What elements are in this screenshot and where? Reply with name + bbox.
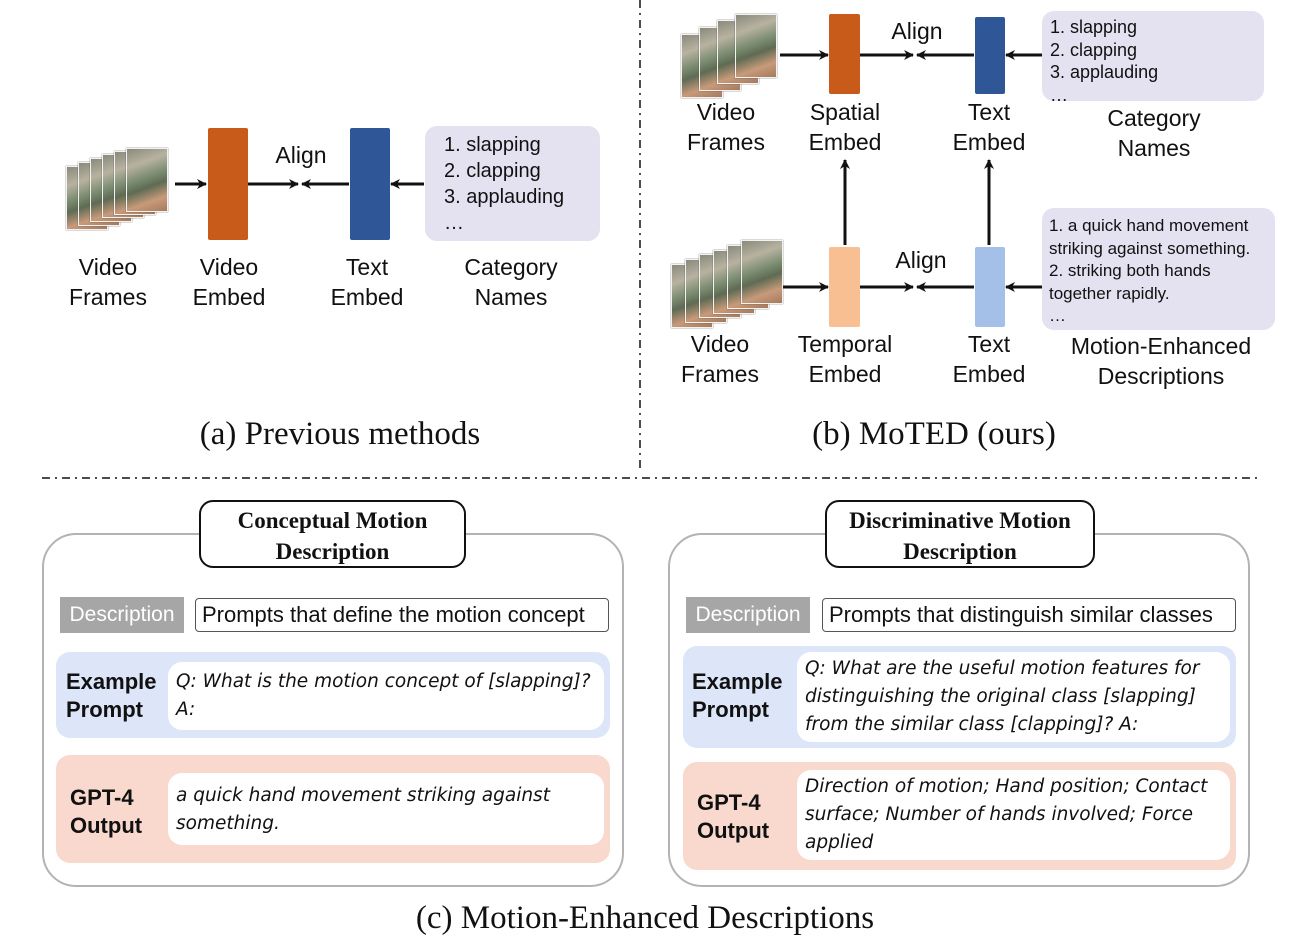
caption-a: (a) Previous methods <box>199 416 481 452</box>
video-frames-stack-bottom <box>671 240 783 330</box>
category-names-box: 1. slapping 2. clapping 3. applauding … <box>425 126 600 241</box>
example-prompt-text: Q: What is the motion concept of [slappi… <box>168 662 604 730</box>
caption-c: (c) Motion-Enhanced Descriptions <box>415 900 875 936</box>
temporal-embed-bar <box>829 247 860 327</box>
caption-b: (b) MoTED (ours) <box>812 416 1056 452</box>
category-item: 2. clapping <box>444 160 541 182</box>
example-prompt-text: Q: What are the useful motion features f… <box>797 652 1230 742</box>
align-label: Align <box>275 142 327 168</box>
spatial-embed-bar <box>829 14 860 94</box>
category-item: … <box>1050 84 1068 105</box>
description-line: … <box>1049 306 1066 325</box>
text-embed-bar <box>350 128 390 240</box>
align-label-top: Align <box>891 18 943 44</box>
discriminative-description-text: Prompts that distinguish similar classes <box>822 598 1236 632</box>
category-names-box-top: 1. slapping 2. clapping 3. applauding … <box>1042 11 1264 105</box>
gpt4-output-text: Direction of motion; Hand position; Cont… <box>797 770 1230 860</box>
category-item: 3. applauding <box>444 186 565 208</box>
descriptions-box: 1. a quick hand movement striking agains… <box>1042 208 1275 330</box>
category-item: 3. applauding <box>1050 62 1159 82</box>
description-line: 1. a quick hand movement <box>1049 216 1249 235</box>
category-item: 1. slapping <box>1050 17 1138 37</box>
description-tag: Description <box>686 597 810 633</box>
category-item: 2. clapping <box>1050 39 1138 60</box>
category-item: 1. slapping <box>444 134 541 156</box>
conceptual-description-text: Prompts that define the motion concept <box>195 598 609 632</box>
description-tag: Description <box>60 597 184 633</box>
video-frames-stack-top <box>681 14 777 98</box>
video-embed-bar <box>208 128 248 240</box>
video-frames-stack <box>66 148 176 230</box>
description-line: 2. striking both hands <box>1049 261 1211 280</box>
category-item: … <box>444 212 464 234</box>
text-embed-bar-top <box>975 17 1005 94</box>
align-label-bottom: Align <box>895 247 947 273</box>
description-line: together rapidly. <box>1049 283 1170 303</box>
text-embed-bar-bottom <box>975 247 1005 327</box>
description-line: striking against something. <box>1049 238 1251 258</box>
